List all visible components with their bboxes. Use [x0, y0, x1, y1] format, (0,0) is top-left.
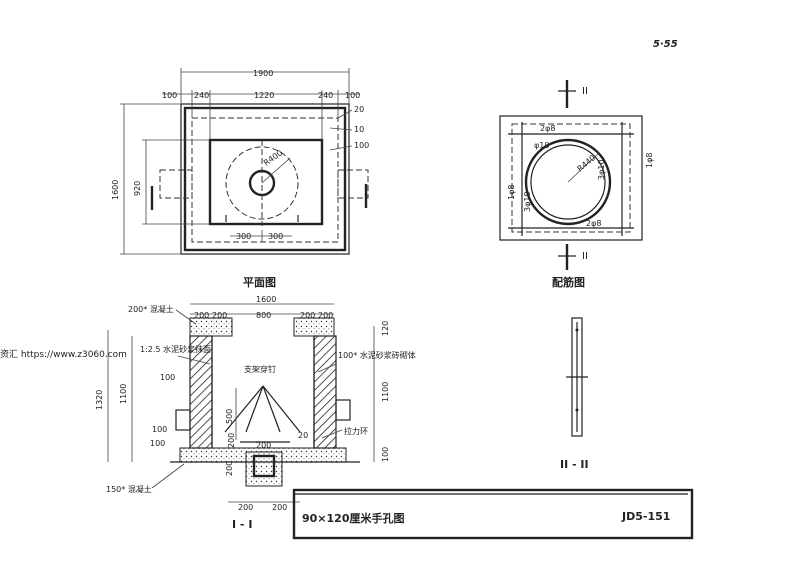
sec1-right-mid: 1100	[381, 382, 390, 402]
plan-right-b: 10	[354, 125, 364, 134]
plan-view: R400 1900 100 240 1220 240 100 20 10 100…	[111, 68, 369, 289]
rebar-left-label: 1φ8	[507, 185, 516, 200]
sec1-dim-total: 1600	[256, 295, 276, 304]
sec1-inner-h: 500	[225, 409, 234, 424]
page-number: 5·55	[653, 39, 678, 50]
sec1-dim-inner: 800	[256, 311, 271, 320]
plan-left-total: 1600	[111, 180, 120, 200]
sec1-inner-low-l: 200	[238, 503, 253, 512]
rebar-phi10-c: 3φ10	[597, 159, 606, 180]
sec1-note-mortar: 1:2.5 水泥砂浆抹面	[140, 344, 211, 354]
plan-outer	[180, 103, 350, 255]
sec1-dim-wl2: 200	[212, 311, 227, 320]
rebar-view: II R440 2φ8 2φ8 1φ8 1φ8 φ10 3φ10 3φ10 II…	[499, 80, 654, 289]
sec1-dim-wr2: 200	[318, 311, 333, 320]
plan-outer-inner	[183, 106, 347, 252]
title-block: 90×120厘米手孔图 JD5-151	[292, 488, 694, 540]
plan-cover-ring	[225, 146, 299, 220]
sec1-top-slab-left	[189, 317, 233, 337]
sec1-sump	[245, 451, 283, 487]
rebar-ring-inner	[530, 144, 606, 220]
plan-left-inner: 920	[133, 181, 142, 196]
rebar-bottom-label: 2φ8	[586, 219, 601, 228]
plan-dim-a: 100	[162, 91, 177, 100]
sec1-label: I - I	[232, 518, 252, 531]
plan-bottom-b: 300	[268, 232, 283, 241]
plan-section-mark-right: I	[364, 194, 367, 205]
plan-radius-label: R400	[262, 148, 284, 167]
rebar-inner-frame	[511, 123, 631, 233]
rebar-phi10-a: φ10	[534, 141, 549, 150]
sec1-left-mid: 1100	[119, 384, 128, 404]
rebar-right-label: 1φ8	[645, 153, 654, 168]
rebar-radius: R440	[576, 153, 598, 173]
sec1-left-bottom: 100	[152, 425, 167, 434]
plan-dim-b: 240	[194, 91, 209, 100]
rebar-top-label: 2φ8	[540, 124, 555, 133]
plan-right-c: 100	[354, 141, 369, 150]
sec1-note-left-100b: 100	[150, 439, 165, 448]
title-block-title: 90×120厘米手孔图	[302, 511, 405, 525]
title-block-code: JD5-151	[621, 510, 670, 523]
plan-bottom-a: 300	[236, 232, 251, 241]
sec1-note-top-concrete: 200* 混凝土	[128, 304, 174, 314]
rebar-mark-top: II	[582, 86, 588, 97]
plan-pipe-left	[159, 169, 193, 199]
plan-dim-d: 240	[318, 91, 333, 100]
sec1-note-nails: 支架穿钉	[244, 364, 276, 374]
sec1-left-total: 1320	[95, 390, 104, 410]
sec2-label: II - II	[560, 458, 589, 471]
rebar-label: 配筋图	[552, 275, 585, 289]
sec1-wall-right	[313, 335, 337, 449]
sec1-inner-base: 200	[256, 441, 271, 450]
plan-dim-total: 1900	[253, 69, 273, 78]
sec1-right-bottom: 100	[381, 447, 390, 462]
sec1-note-wall: 100* 水泥砂浆砖砌体	[338, 350, 416, 360]
plan-right-a: 20	[354, 105, 364, 114]
sec1-note-base-concrete: 150* 混凝土	[106, 484, 152, 494]
sec1-right-top: 120	[381, 321, 390, 336]
plan-label: 平面图	[243, 276, 276, 289]
rebar-ring-outer	[524, 138, 612, 226]
sec1-dim-wl1: 200	[194, 311, 209, 320]
rebar-outer	[499, 115, 643, 241]
sec1-dim-wr1: 200	[300, 311, 315, 320]
plan-dim-e: 100	[345, 91, 360, 100]
rebar-mark-bottom: II	[582, 251, 588, 262]
sec1-note-left-100: 100	[160, 373, 175, 382]
plan-dim-c: 1220	[254, 91, 274, 100]
plan-chamber	[208, 138, 324, 226]
sec1-inner-side: 20	[298, 431, 308, 440]
sec1-inner-low-r: 200	[272, 503, 287, 512]
sec1-top-slab-right	[293, 317, 335, 337]
sec1-note-ring: 拉力环	[344, 426, 368, 436]
sec1-inner-drop: 200	[225, 461, 234, 476]
rebar-phi10-b: 3φ10	[523, 191, 532, 212]
sec1-inner-bottom: 200	[227, 433, 236, 448]
watermark: 资汇 https://www.z3060.com	[0, 349, 127, 360]
section-1-view: 1600 200 200 800 200 200 支架穿钉 1320	[95, 295, 416, 531]
section-2-view: II - II	[560, 317, 589, 471]
plan-pipe-right	[337, 169, 369, 199]
